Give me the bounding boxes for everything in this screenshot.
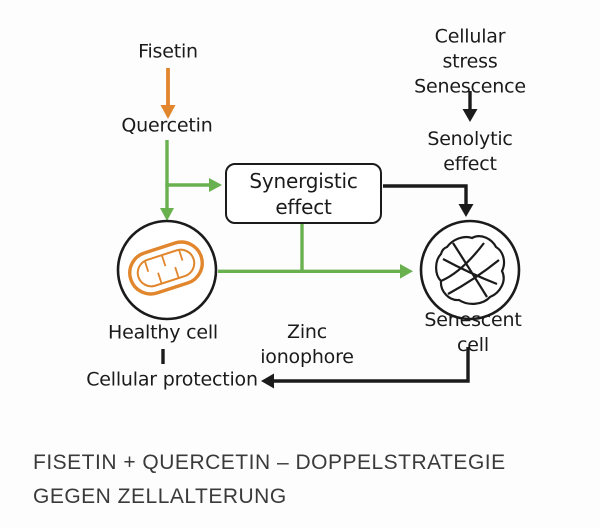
diagram-connectors <box>116 68 521 389</box>
diagram-caption: FISETIN + QUERCETIN – DOPPELSTRATEGIE GE… <box>33 451 506 508</box>
senescent-cell-shape <box>419 219 521 321</box>
arrow-synergistic-to-senescent <box>383 184 474 217</box>
mitochondrion-icon <box>128 240 204 296</box>
node-synergistic-effect: Synergistic effect <box>225 163 382 224</box>
arrow-stress-to-senolytic <box>462 91 478 122</box>
node-cellular-protection: Cellular protection <box>86 368 258 391</box>
arrow-quercetin-to-healthy-cell <box>160 140 174 221</box>
arrow-fisetin-to-quercetin <box>160 68 176 119</box>
node-healthy-cell-label: Healthy cell <box>108 321 218 344</box>
arrow-quercetin-to-synergistic <box>165 178 222 192</box>
node-senescent-cell-label: Senescent cell <box>424 309 522 356</box>
healthy-cell-shape <box>116 219 218 321</box>
arrow-senescent-to-protection <box>261 347 470 389</box>
node-senolytic-effect: Senolytic effect <box>427 128 513 175</box>
node-cellular-stress: Cellular stress Senescence <box>414 25 526 98</box>
arrow-healthy-to-senescent <box>218 264 413 279</box>
node-zinc-ionophore: Zinc ionophore <box>260 321 354 368</box>
synergistic-effect-label: Synergistic effect <box>249 168 358 219</box>
node-quercetin: Quercetin <box>121 114 213 137</box>
wrinkled-nucleus-icon <box>435 235 506 305</box>
node-fisetin: Fisetin <box>138 40 198 63</box>
